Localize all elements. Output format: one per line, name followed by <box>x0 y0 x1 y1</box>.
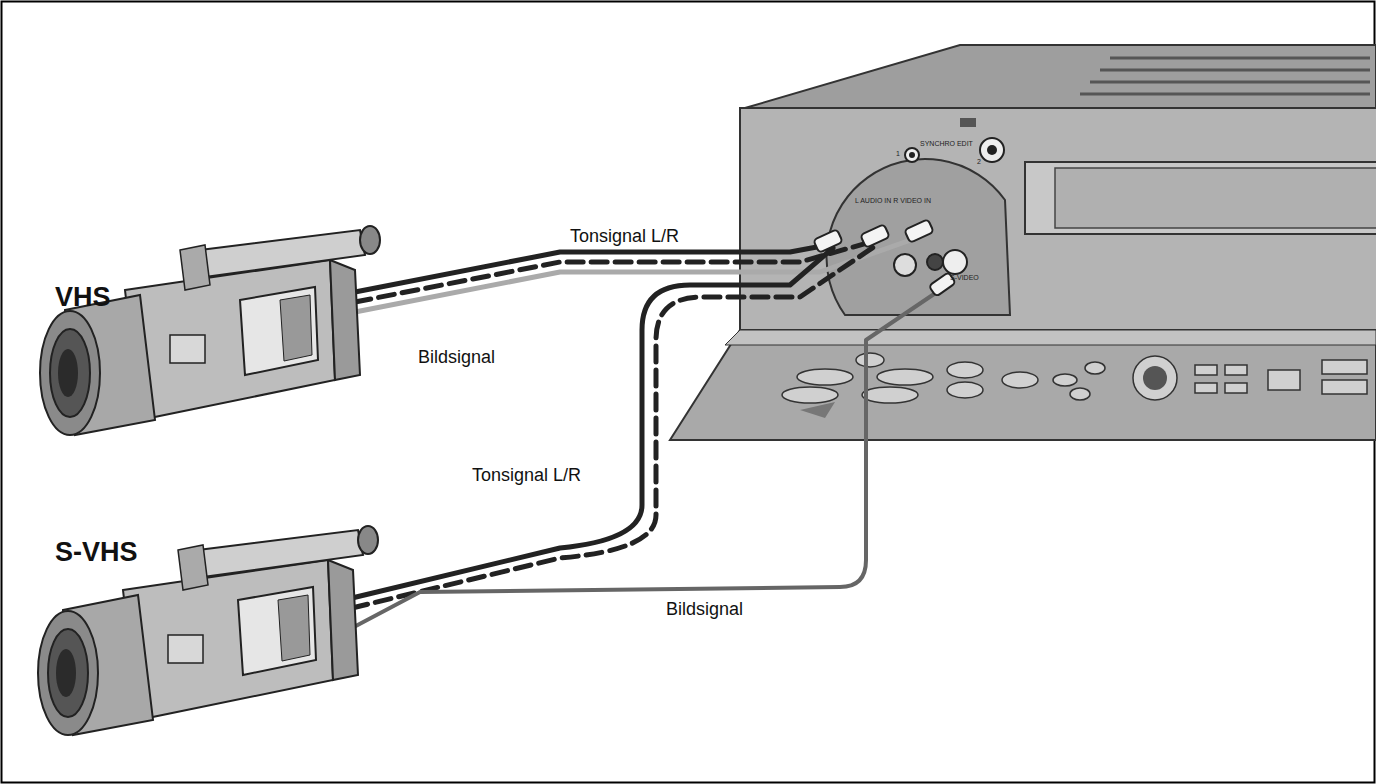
jack-number: 2 <box>977 158 981 166</box>
signal-label: Tonsignal L/R <box>472 466 581 486</box>
panel-text: L AUDIO IN R VIDEO IN <box>855 197 931 205</box>
panel-text: SYNCHRO EDIT <box>920 140 973 148</box>
signal-label: Bildsignal <box>418 348 495 368</box>
camera-label: VHS <box>55 283 111 313</box>
signal-label: Tonsignal L/R <box>570 227 679 247</box>
panel-text: S-VIDEO <box>950 274 979 282</box>
signal-label: Bildsignal <box>666 600 743 620</box>
camera-label: S-VHS <box>55 538 138 568</box>
jack-number: 1 <box>896 150 900 158</box>
